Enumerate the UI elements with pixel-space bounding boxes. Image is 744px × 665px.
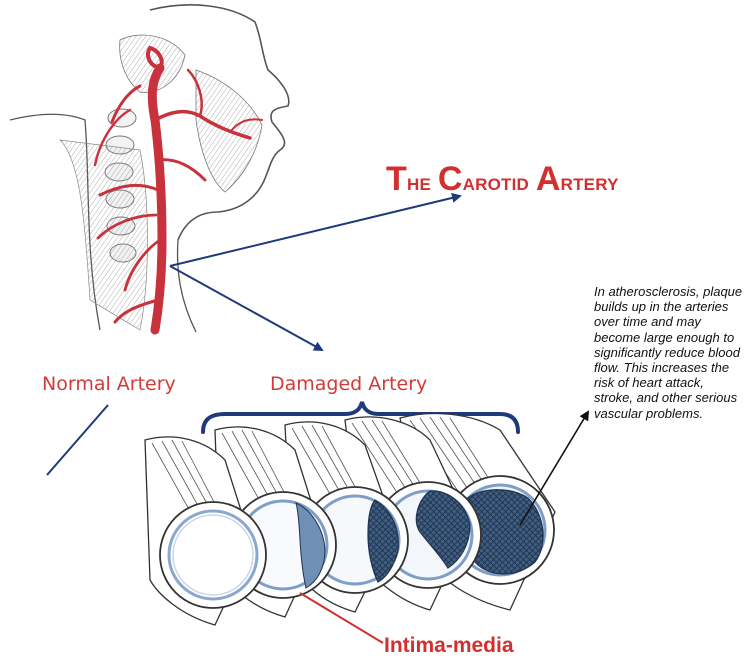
artery-cross-sections: [145, 414, 555, 625]
arrow-to-title: [170, 196, 460, 266]
normal-artery-label: Normal Artery: [42, 373, 176, 395]
damaged-artery-label: Damaged Artery: [270, 373, 427, 395]
caption-arrow: [520, 412, 588, 525]
neck-front: [178, 240, 196, 332]
arrow-to-cross-sections: [170, 266, 322, 350]
normal-artery-pointer: [47, 405, 108, 475]
head-neck-illustration: [10, 5, 289, 332]
diagram-title: The Carotid Artery: [386, 160, 742, 199]
atherosclerosis-caption: In atherosclerosis, plaque builds up in …: [594, 284, 744, 421]
neck-muscles: [60, 140, 148, 330]
intima-media-label: Intima-media: [384, 634, 514, 658]
